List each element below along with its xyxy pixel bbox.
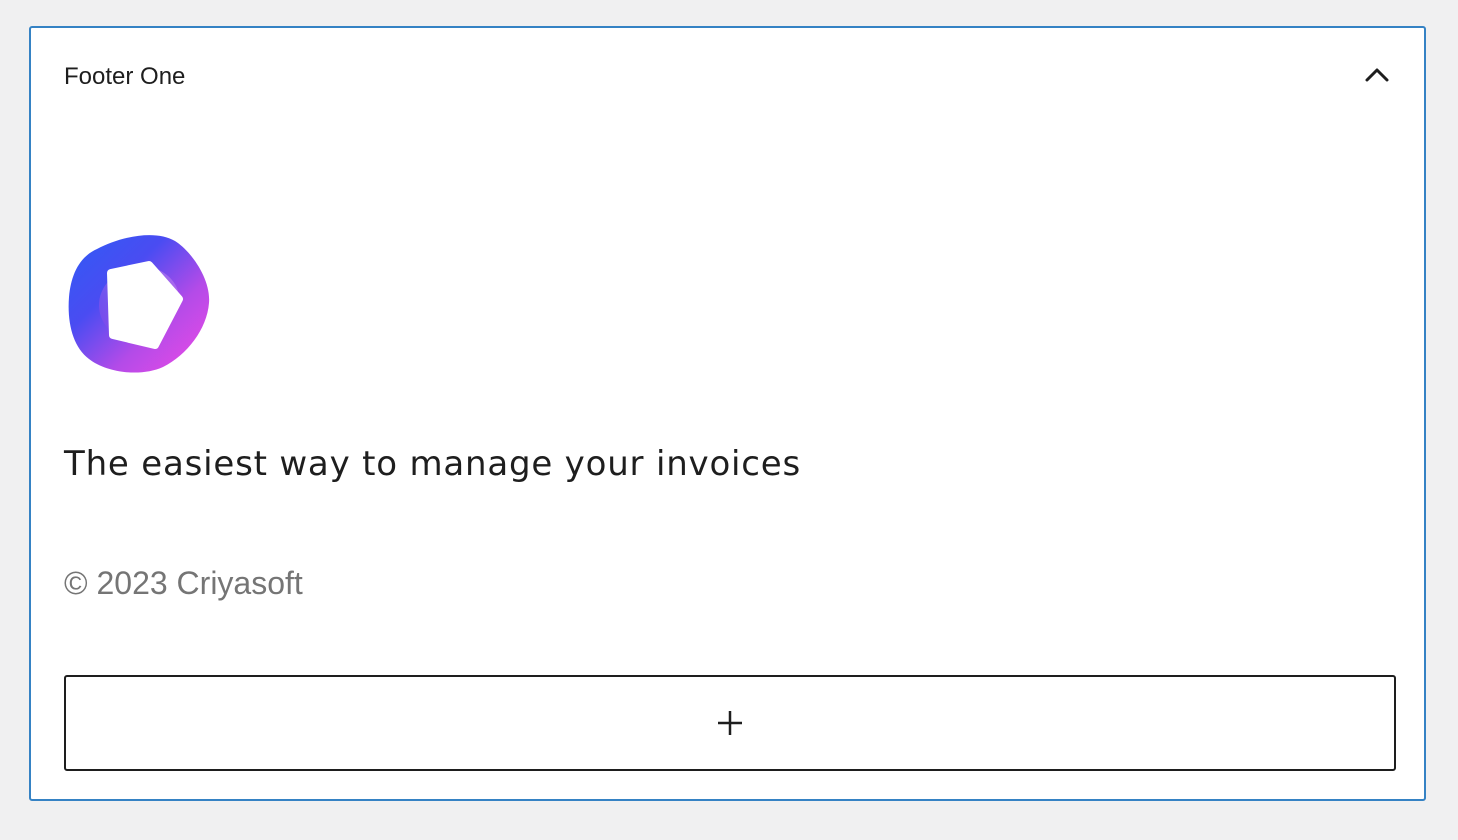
panel-header[interactable]: Footer One <box>31 28 1424 128</box>
panel-title: Footer One <box>64 63 186 90</box>
plus-icon <box>718 711 742 735</box>
footer-tagline: The easiest way to manage your invoices <box>64 444 802 484</box>
footer-panel: Footer One <box>29 26 1426 801</box>
add-block-button[interactable] <box>64 675 1396 771</box>
footer-copyright: © 2023 Criyasoft <box>64 565 303 601</box>
collapse-toggle-button[interactable] <box>1360 58 1394 92</box>
ring-logo <box>68 235 210 373</box>
chevron-up-icon <box>1365 68 1389 82</box>
logo <box>67 231 213 377</box>
